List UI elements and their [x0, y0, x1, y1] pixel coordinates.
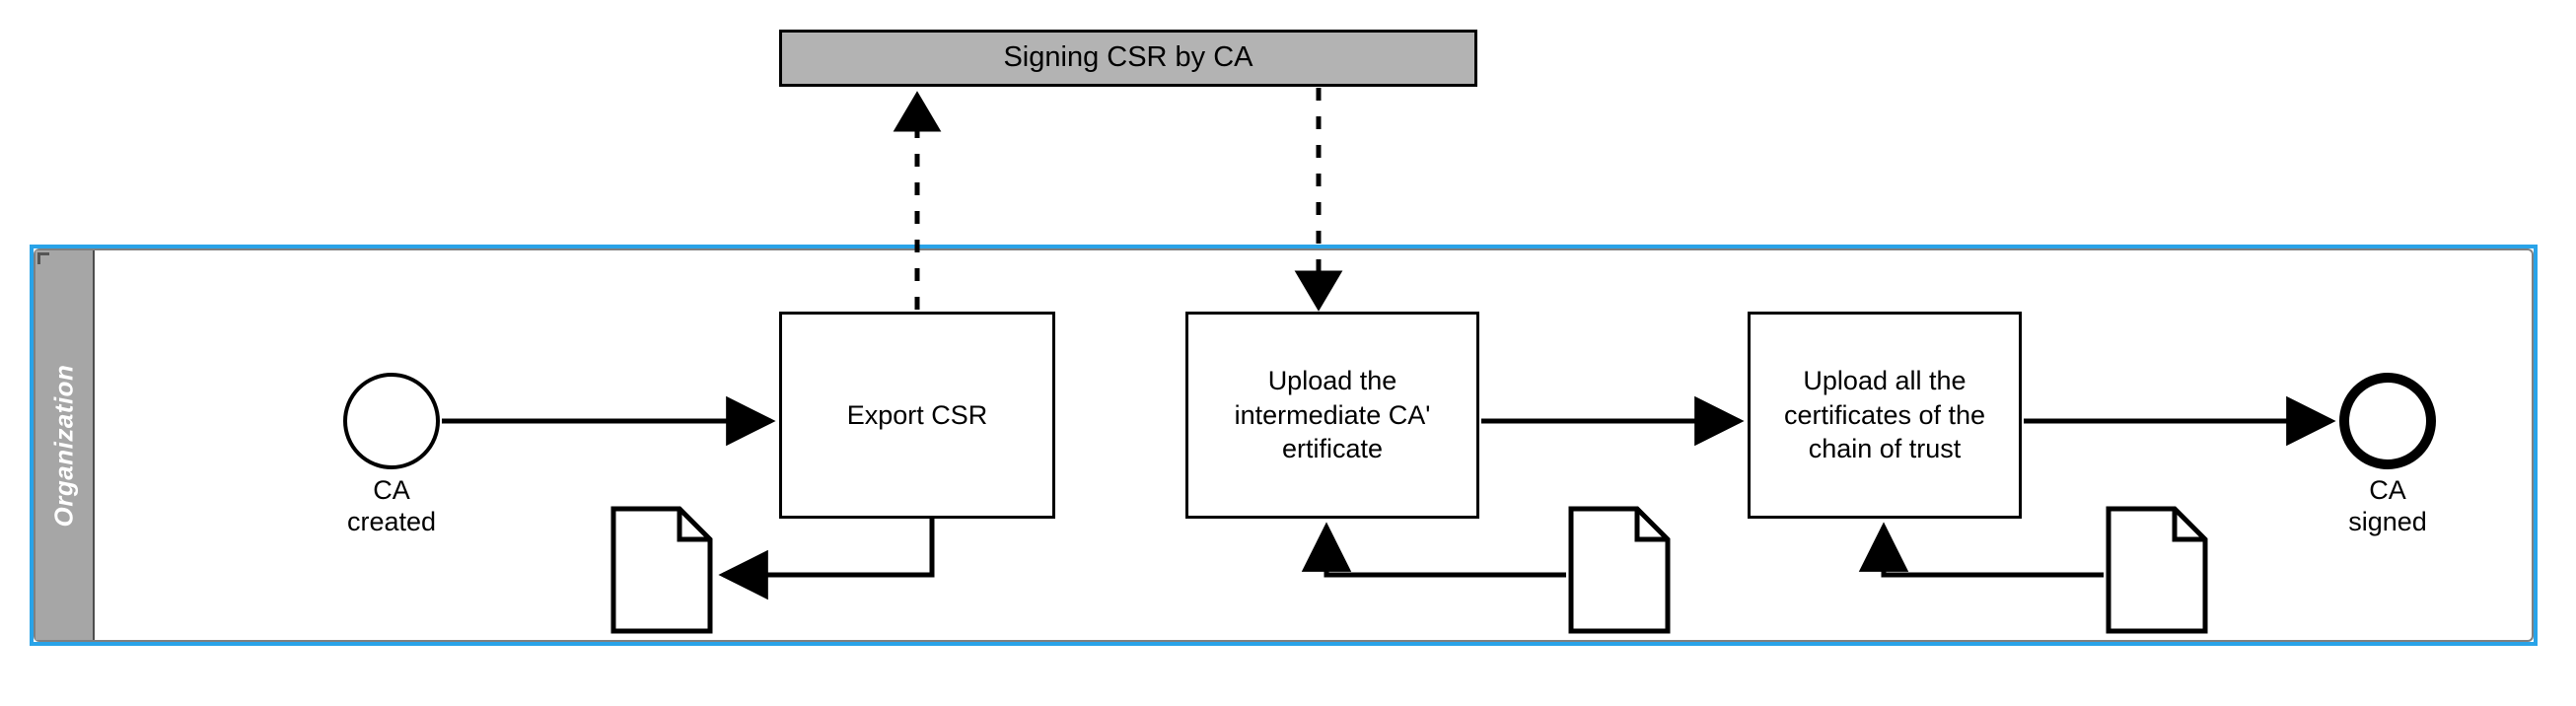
lane-header-organization[interactable]: Organization: [36, 250, 95, 640]
start-event-ca-created[interactable]: [343, 373, 440, 469]
collapsed-pool-label: Signing CSR by CA: [1003, 41, 1253, 74]
task-upload-chain-label: Upload all the certificates of the chain…: [1783, 366, 1986, 464]
document-body-icon: [610, 506, 713, 634]
data-object-intermediate-cert[interactable]: [1568, 506, 1671, 634]
document-body-icon: [1568, 506, 1671, 634]
end-event-ca-signed[interactable]: [2339, 373, 2436, 469]
data-object-csr[interactable]: [610, 506, 713, 634]
task-upload-intermediate-ca-certificate[interactable]: Upload the intermediate CA' ertificate: [1185, 312, 1479, 519]
document-fold-icon: [2172, 509, 2205, 542]
document-fold-icon: [1634, 509, 1668, 542]
task-upload-intermediate-label: Upload the intermediate CA' ertificate: [1234, 366, 1431, 464]
task-export-csr-label: Export CSR: [846, 399, 988, 430]
collapsed-pool-signing-csr-by-ca[interactable]: Signing CSR by CA: [779, 30, 1477, 87]
data-object-chain-certs[interactable]: [2106, 506, 2208, 634]
end-event-label: CA signed: [2348, 475, 2427, 536]
task-export-csr[interactable]: Export CSR: [779, 312, 1055, 519]
task-upload-chain-of-trust[interactable]: Upload all the certificates of the chain…: [1748, 312, 2022, 519]
lane-label: Organization: [48, 364, 79, 527]
document-fold-icon: [677, 509, 710, 542]
lane-corner-handle[interactable]: [37, 252, 49, 264]
start-event-label: CA created: [346, 475, 437, 536]
document-body-icon: [2106, 506, 2208, 634]
pool-selection-outline[interactable]: [30, 245, 2538, 646]
